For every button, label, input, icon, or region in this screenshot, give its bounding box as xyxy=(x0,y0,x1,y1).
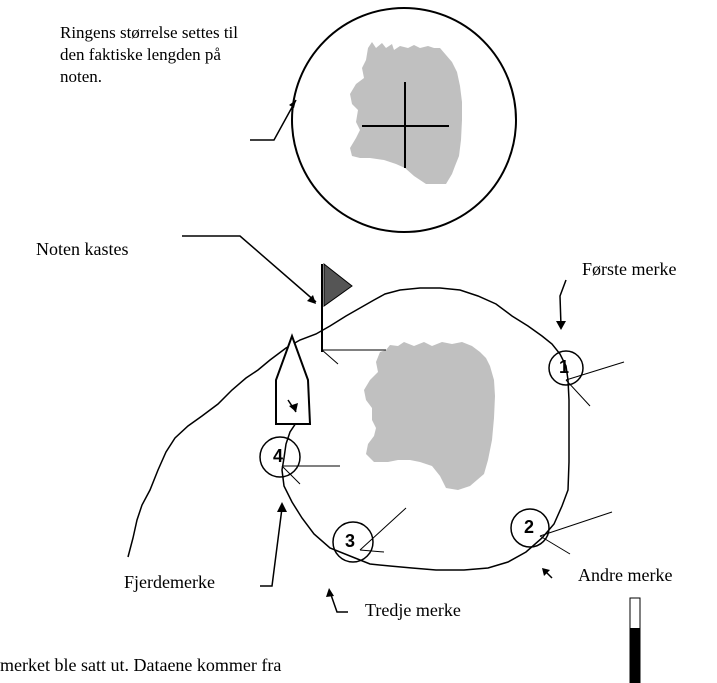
bottom-text: merket ble satt ut. Dataene kommer fra xyxy=(0,655,282,675)
fjerde-pointer xyxy=(260,507,283,587)
label-forste-merke: Første merke xyxy=(582,259,677,279)
flag xyxy=(323,262,353,307)
label-noten-kastes: Noten kastes xyxy=(36,239,129,259)
marker-1 xyxy=(548,350,625,407)
ring-caption: Ringens størrelse settes til den faktisk… xyxy=(60,23,239,86)
marker-2-label: 2 xyxy=(524,517,535,537)
marker-1-label: 1 xyxy=(559,357,570,377)
forste-pointer xyxy=(559,279,567,327)
label-andre-merke: Andre merke xyxy=(578,565,673,585)
caption-pointer xyxy=(250,99,297,141)
label-tredje-merke: Tredje merke xyxy=(365,600,461,620)
marker-3 xyxy=(332,507,407,563)
label-fjerdemerke: Fjerdemerke xyxy=(124,572,215,592)
boat xyxy=(275,333,312,425)
land-shape-main xyxy=(364,342,495,490)
marker-4-label: 4 xyxy=(273,446,284,466)
marker-4 xyxy=(259,436,340,485)
tredje-pointer xyxy=(329,591,348,613)
scale-bar-fill xyxy=(630,628,640,683)
noten-pointer xyxy=(182,235,317,303)
ring-circle xyxy=(291,7,517,233)
marker-3-label: 3 xyxy=(345,531,356,551)
seine-route xyxy=(127,287,570,571)
marker-2 xyxy=(510,508,613,555)
